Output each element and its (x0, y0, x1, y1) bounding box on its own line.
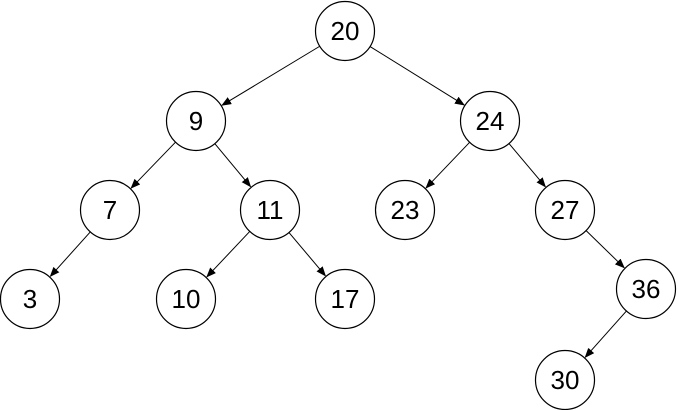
tree-node-17: 17 (314, 268, 376, 330)
tree-node-3: 3 (0, 268, 61, 330)
node-label: 17 (331, 284, 360, 314)
node-label: 7 (103, 195, 117, 225)
edge-20-to-9 (221, 45, 321, 106)
node-label: 20 (331, 16, 360, 46)
node-label: 3 (23, 284, 37, 314)
edge-36-to-30 (584, 310, 627, 358)
edge-11-to-10 (206, 231, 251, 278)
tree-node-7: 7 (79, 179, 141, 241)
node-circle (314, 268, 376, 330)
edge-20-to-24 (369, 46, 465, 106)
node-circle (239, 179, 301, 241)
edge-9-to-7 (130, 141, 176, 189)
node-circle (165, 90, 227, 152)
node-label: 9 (189, 106, 203, 136)
edge-9-to-11 (214, 143, 252, 188)
node-circle (79, 179, 141, 241)
node-circle (459, 90, 521, 152)
node-label: 10 (172, 284, 201, 314)
edge-24-to-23 (425, 141, 470, 189)
tree-node-11: 11 (239, 179, 301, 241)
node-label: 27 (551, 195, 580, 225)
node-label: 36 (632, 274, 661, 304)
tree-node-9: 9 (165, 90, 227, 152)
edge-7-to-3 (49, 231, 91, 278)
tree-node-23: 23 (374, 179, 436, 241)
node-label: 11 (257, 195, 284, 225)
tree-node-36: 36 (615, 258, 677, 320)
tree-node-24: 24 (459, 90, 521, 152)
tree-node-27: 27 (534, 179, 596, 241)
edges-layer (49, 45, 627, 358)
node-circle (615, 258, 677, 320)
edge-27-to-36 (585, 230, 625, 269)
node-circle (0, 268, 61, 330)
node-label: 23 (391, 195, 420, 225)
node-circle (374, 179, 436, 241)
node-label: 30 (551, 365, 580, 395)
node-circle (155, 268, 217, 330)
edge-11-to-17 (288, 232, 326, 277)
node-label: 24 (476, 106, 505, 136)
tree-node-20: 20 (314, 0, 376, 62)
node-circle (534, 179, 596, 241)
tree-node-30: 30 (534, 349, 596, 410)
edge-24-to-27 (508, 143, 546, 188)
node-circle (314, 0, 376, 62)
tree-node-10: 10 (155, 268, 217, 330)
